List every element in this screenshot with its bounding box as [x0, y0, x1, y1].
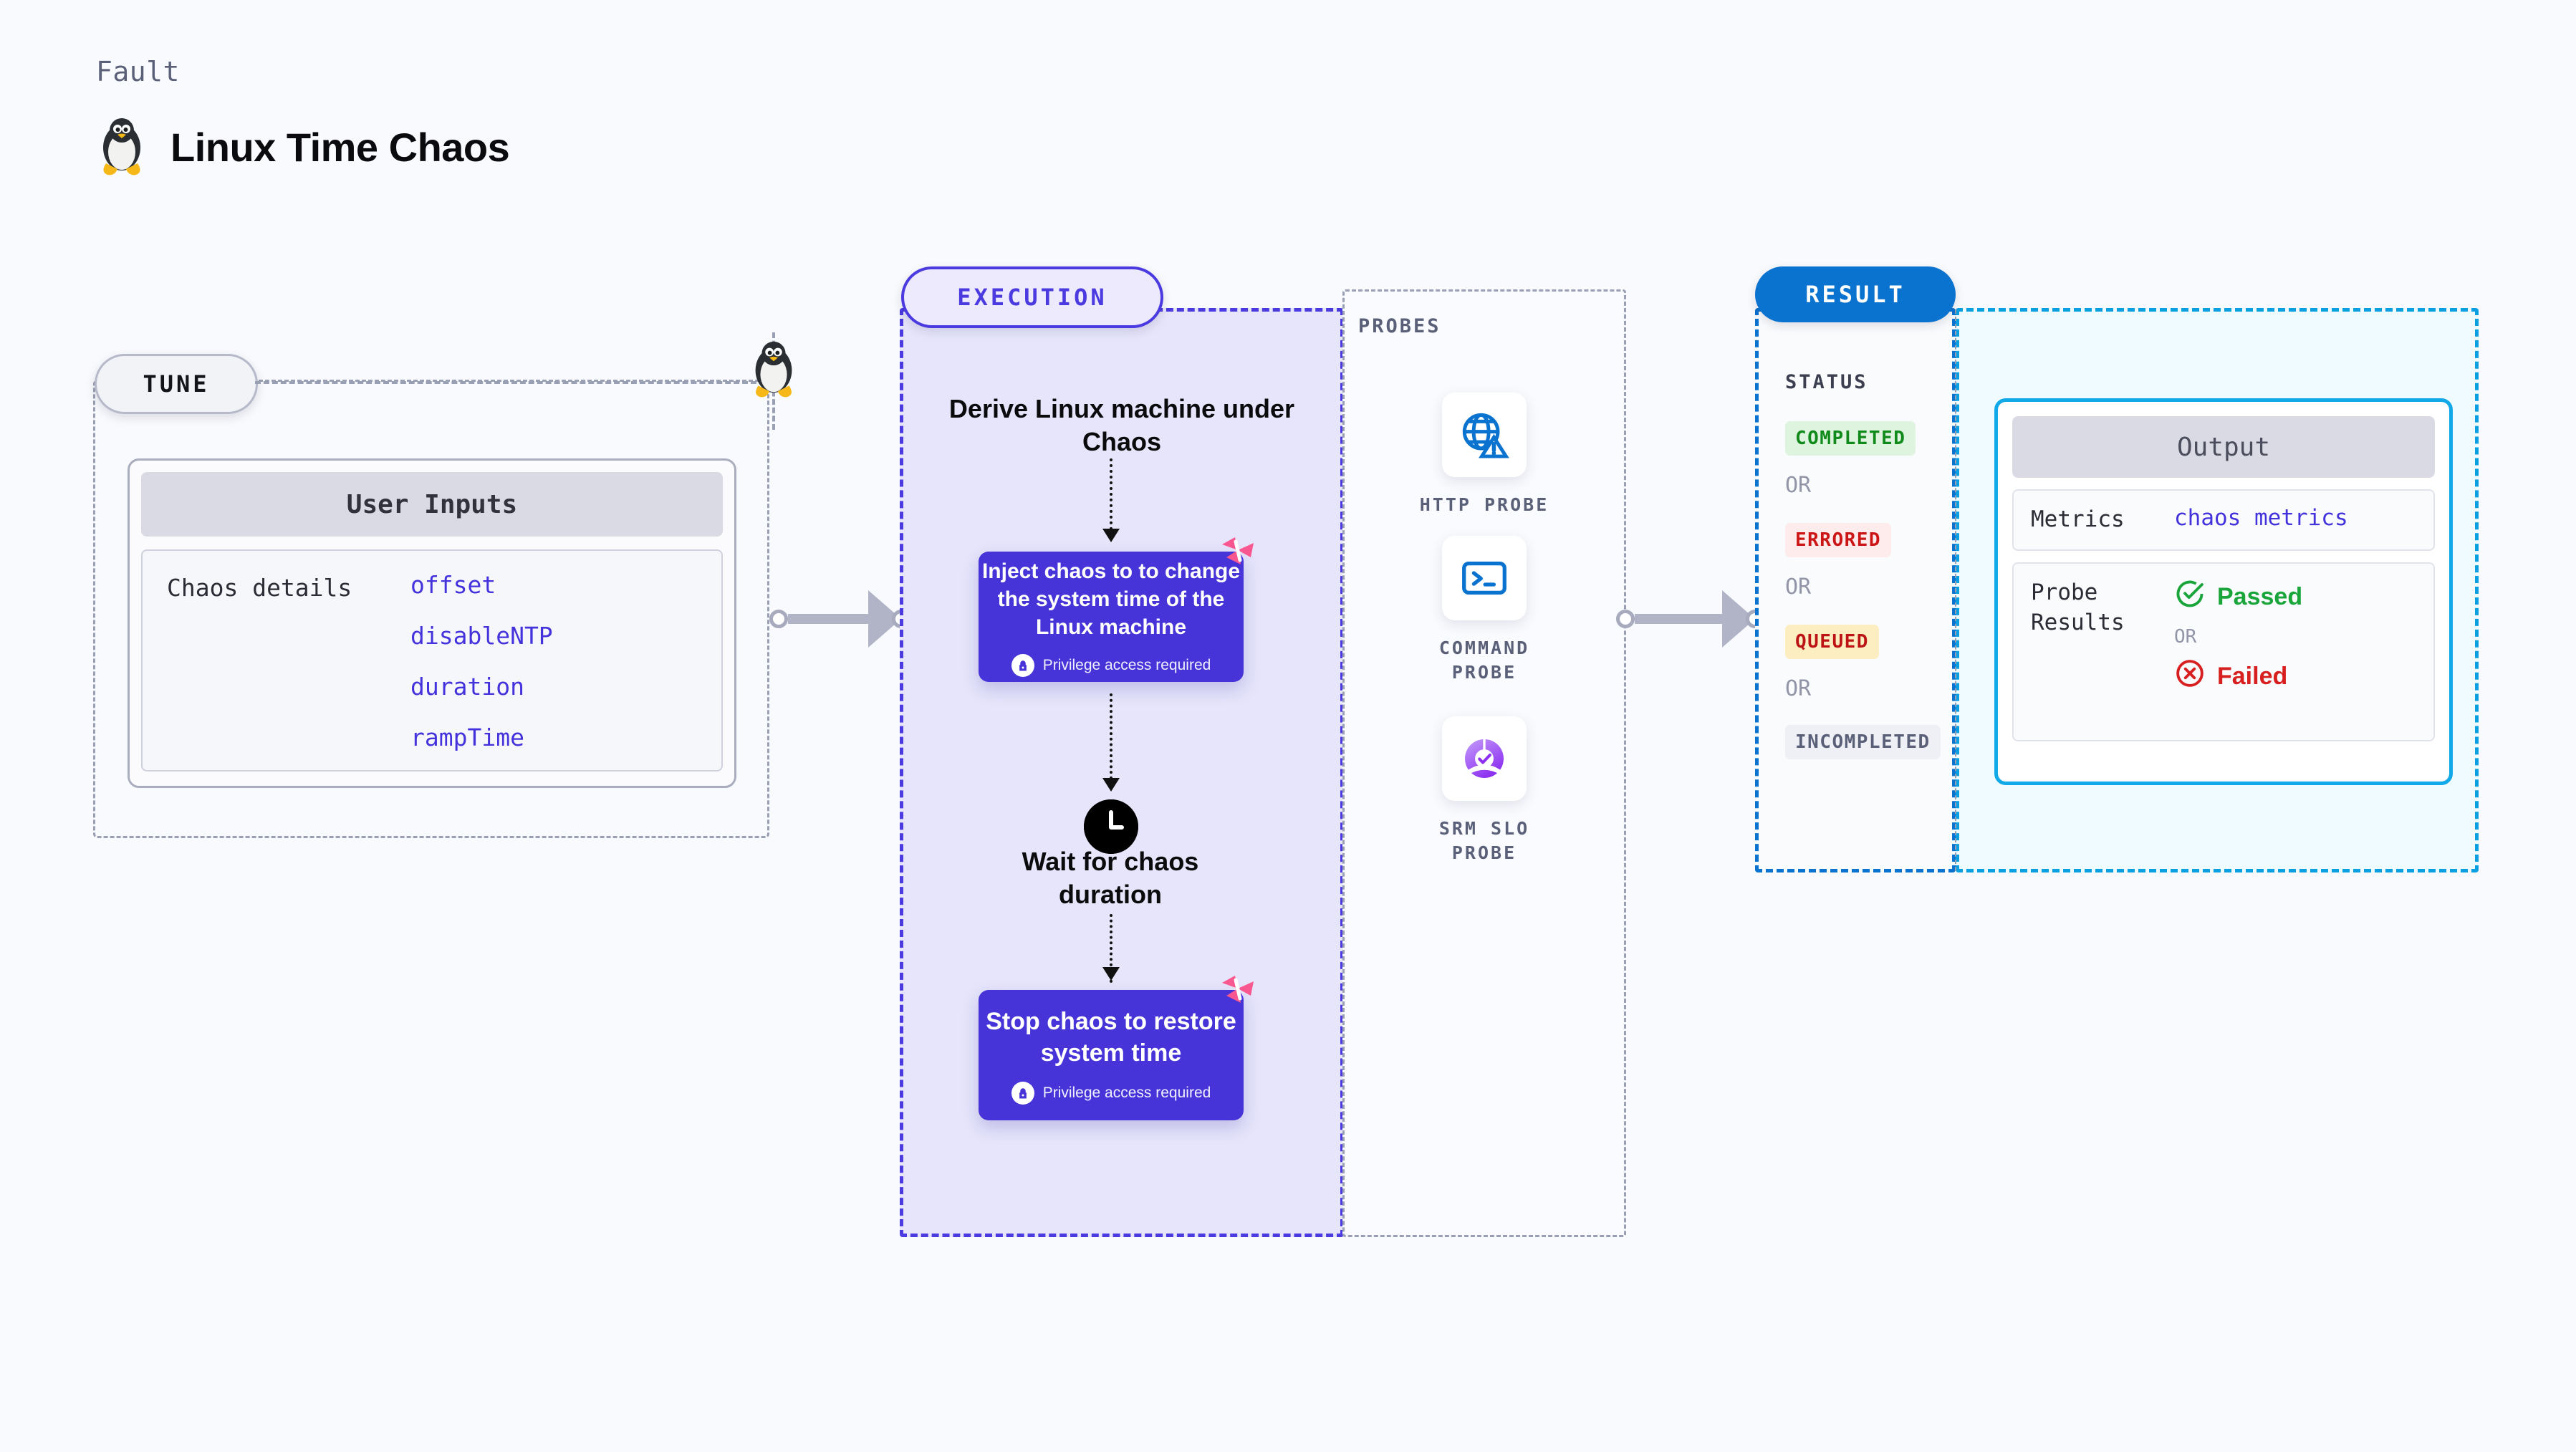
- tune-pill[interactable]: TUNE: [95, 354, 258, 414]
- probe-srm-slo[interactable]: SRM SLO PROBE: [1405, 716, 1563, 865]
- privilege-note-text: Privilege access required: [1042, 1085, 1211, 1102]
- probe-label: COMMAND PROBE: [1438, 638, 1530, 683]
- result-status-panel: [1755, 308, 1956, 872]
- status-or-2: OR: [1785, 574, 1812, 600]
- privilege-note: Privilege access required: [1011, 653, 1211, 677]
- privilege-note: Privilege access required: [1011, 1082, 1211, 1105]
- lock-icon: [1011, 1082, 1034, 1105]
- status-badge-completed: COMPLETED: [1785, 421, 1916, 456]
- lock-icon: [1011, 653, 1034, 677]
- connector-start-dot: [1616, 610, 1635, 628]
- probes-label: PROBES: [1358, 315, 1441, 337]
- x-circle-icon: [2174, 658, 2206, 696]
- slo-donut-check-icon: [1442, 716, 1527, 801]
- flow-arrow-2: [1110, 693, 1112, 779]
- tune-value-offset[interactable]: offset: [410, 571, 496, 599]
- flow-arrow-1: [1110, 458, 1112, 530]
- status-badge-incompleted: INCOMPLETED: [1785, 725, 1941, 759]
- probe-results-values: Passed OR Failed: [2174, 578, 2302, 726]
- probe-result-or: OR: [2174, 625, 2197, 648]
- passed-label: Passed: [2217, 582, 2303, 610]
- tune-panel: [93, 380, 769, 838]
- execution-card-stop-chaos[interactable]: Stop chaos to restore system time Privil…: [979, 976, 1254, 1120]
- terminal-icon: [1442, 536, 1527, 620]
- execution-card-title: Inject chaos to to change the system tim…: [981, 559, 1241, 639]
- output-metrics-row: Metrics chaos metrics: [2012, 489, 2435, 551]
- connector-line: [1635, 614, 1722, 624]
- wait-step-title: Wait for chaos duration: [1022, 847, 1199, 910]
- flow-arrow-3: [1110, 914, 1112, 983]
- check-circle-icon: [2174, 578, 2206, 616]
- output-probe-results-row: Probe Results Passed OR: [2012, 562, 2435, 741]
- user-inputs-card: User Inputs Chaos details offset disable…: [128, 458, 736, 788]
- clock-icon: [1084, 799, 1138, 854]
- output-card-header: Output: [2012, 416, 2435, 478]
- chaos-details-values: offset disableNTP duration rampTime: [410, 571, 553, 751]
- probe-result-passed: Passed: [2174, 578, 2302, 616]
- connector-tune-to-execution: [769, 590, 910, 648]
- status-or-1: OR: [1785, 473, 1812, 498]
- status-panel-divider: [1955, 309, 1956, 871]
- execution-card-inject-chaos[interactable]: Inject chaos to to change the system tim…: [979, 537, 1254, 682]
- execution-card-title: Stop chaos to restore system time: [986, 1007, 1236, 1067]
- connector-execution-to-result: [1616, 590, 1764, 648]
- execution-step-title: Derive Linux machine under Chaos: [948, 394, 1295, 457]
- harness-logo-icon: [1216, 970, 1259, 1013]
- metrics-key: Metrics: [2031, 506, 2125, 532]
- chaos-details-row: Chaos details offset disableNTP duration…: [141, 549, 723, 771]
- tune-dashed-connector: [255, 381, 756, 384]
- tune-value-duration[interactable]: duration: [410, 673, 524, 701]
- tune-value-ramptime[interactable]: rampTime: [410, 723, 524, 751]
- page-title: Linux Time Chaos: [170, 125, 510, 170]
- status-badge-errored: ERRORED: [1785, 523, 1892, 557]
- fault-title-row: Linux Time Chaos: [96, 115, 510, 180]
- failed-label: Failed: [2217, 662, 2288, 690]
- probe-label: SRM SLO PROBE: [1438, 818, 1530, 863]
- flow-arrow-2-head: [1102, 778, 1120, 792]
- probe-command[interactable]: COMMAND PROBE: [1405, 536, 1563, 685]
- status-label: STATUS: [1785, 371, 1868, 393]
- flow-arrow-3-head: [1102, 967, 1120, 981]
- metrics-value[interactable]: chaos metrics: [2174, 505, 2348, 531]
- harness-logo-icon: [1216, 532, 1259, 574]
- probe-result-failed: Failed: [2174, 658, 2302, 696]
- probe-label: HTTP PROBE: [1419, 494, 1549, 515]
- probe-results-key: Probe Results: [2031, 579, 2125, 635]
- linux-penguin-icon: [744, 338, 804, 398]
- flow-arrow-1-head: [1102, 529, 1120, 542]
- globe-warning-icon: [1442, 393, 1527, 477]
- tune-value-disablentp[interactable]: disableNTP: [410, 622, 553, 650]
- status-badge-queued: QUEUED: [1785, 625, 1879, 659]
- connector-line: [788, 614, 868, 624]
- fault-eyebrow-label: Fault: [96, 56, 180, 87]
- status-or-3: OR: [1785, 676, 1812, 701]
- user-inputs-header: User Inputs: [141, 472, 723, 537]
- output-card: Output Metrics chaos metrics Probe Resul…: [1994, 398, 2453, 785]
- chaos-details-key: Chaos details: [167, 574, 352, 602]
- connector-start-dot: [769, 610, 788, 628]
- linux-penguin-icon: [96, 115, 148, 180]
- result-pill[interactable]: RESULT: [1755, 266, 1956, 322]
- privilege-note-text: Privilege access required: [1042, 656, 1211, 673]
- execution-pill[interactable]: EXECUTION: [901, 266, 1163, 328]
- probe-http[interactable]: HTTP PROBE: [1405, 393, 1563, 517]
